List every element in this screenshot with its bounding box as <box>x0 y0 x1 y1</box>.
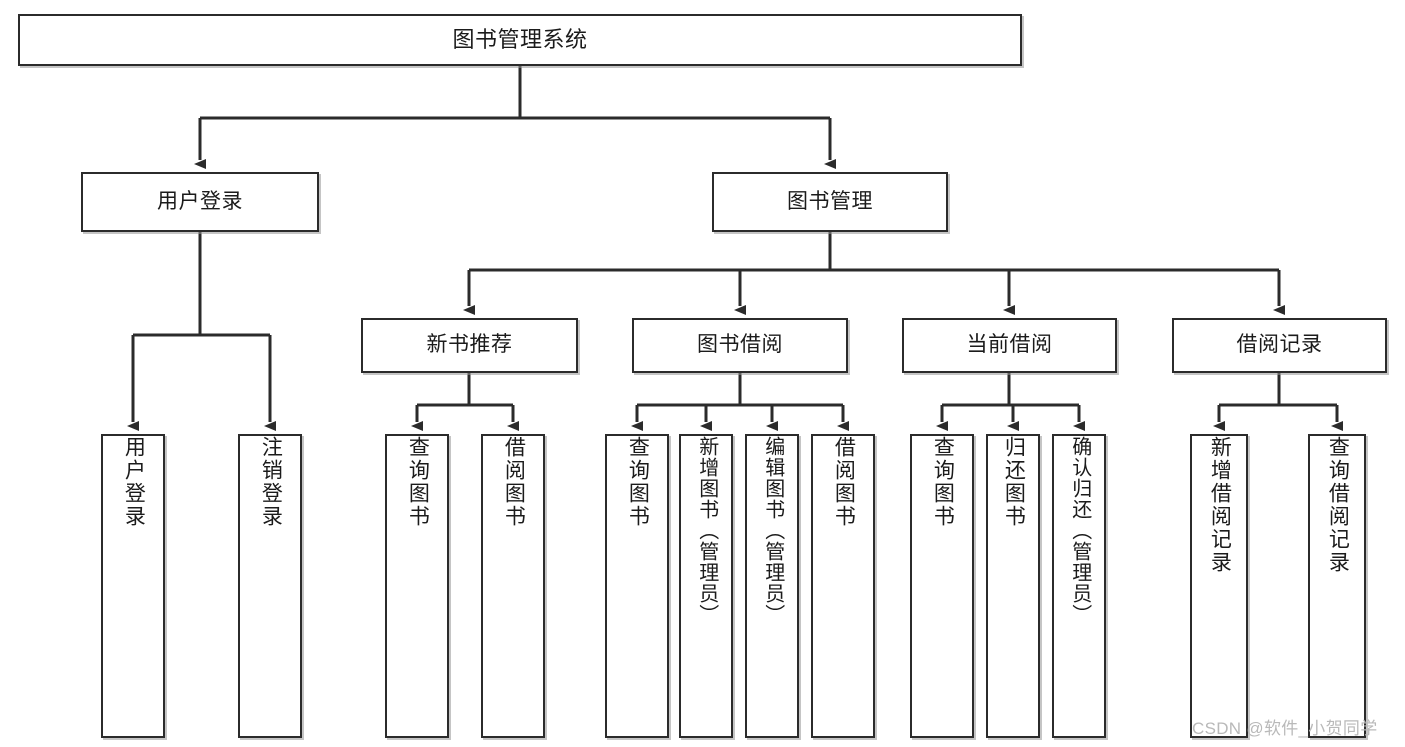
node-label: 新书推荐 <box>426 333 513 357</box>
leaf-node-10[interactable]: 确认归还（管理员） <box>1052 434 1106 738</box>
node-label: 查询图书 <box>931 436 955 528</box>
node-label: 查询图书 <box>626 436 650 528</box>
node-label: 借阅记录 <box>1236 333 1323 357</box>
level3-node-3[interactable]: 借阅记录 <box>1172 318 1387 373</box>
node-label: 注销登录 <box>259 436 283 528</box>
leaf-node-11[interactable]: 新增借阅记录 <box>1190 434 1248 738</box>
node-label: 查询借阅记录 <box>1326 436 1350 574</box>
level3-node-0[interactable]: 新书推荐 <box>361 318 578 373</box>
node-label: 用户登录 <box>157 189 243 213</box>
leaf-node-2[interactable]: 查询图书 <box>385 434 449 738</box>
leaf-node-0[interactable]: 用户登录 <box>101 434 165 738</box>
level3-node-1[interactable]: 图书借阅 <box>632 318 848 373</box>
level2-node-0[interactable]: 用户登录 <box>81 172 319 232</box>
level3-node-2[interactable]: 当前借阅 <box>902 318 1117 373</box>
leaf-node-9[interactable]: 归还图书 <box>986 434 1040 738</box>
leaf-node-12[interactable]: 查询借阅记录 <box>1308 434 1366 738</box>
leaf-node-5[interactable]: 新增图书（管理员） <box>679 434 733 738</box>
level2-node-1[interactable]: 图书管理 <box>712 172 948 232</box>
node-label: 图书管理系统 <box>452 27 588 53</box>
node-label: 确认归还（管理员） <box>1068 436 1091 625</box>
leaf-node-8[interactable]: 查询图书 <box>910 434 974 738</box>
leaf-node-4[interactable]: 查询图书 <box>605 434 669 738</box>
node-label: 查询图书 <box>406 436 430 528</box>
node-label: 当前借阅 <box>966 333 1053 357</box>
node-label: 借阅图书 <box>832 436 856 528</box>
leaf-node-6[interactable]: 编辑图书（管理员） <box>745 434 799 738</box>
leaf-node-3[interactable]: 借阅图书 <box>481 434 545 738</box>
node-label: 用户登录 <box>122 436 146 528</box>
node-label: 借阅图书 <box>502 436 526 528</box>
root-node[interactable]: 图书管理系统 <box>18 14 1022 66</box>
node-label: 图书管理 <box>787 189 873 213</box>
node-label: 图书借阅 <box>697 333 783 357</box>
leaf-node-7[interactable]: 借阅图书 <box>811 434 875 738</box>
node-label: 新增借阅记录 <box>1208 436 1232 574</box>
leaf-node-1[interactable]: 注销登录 <box>238 434 302 738</box>
node-label: 新增图书（管理员） <box>695 436 718 625</box>
node-label: 编辑图书（管理员） <box>761 436 784 625</box>
node-label: 归还图书 <box>1002 436 1026 528</box>
